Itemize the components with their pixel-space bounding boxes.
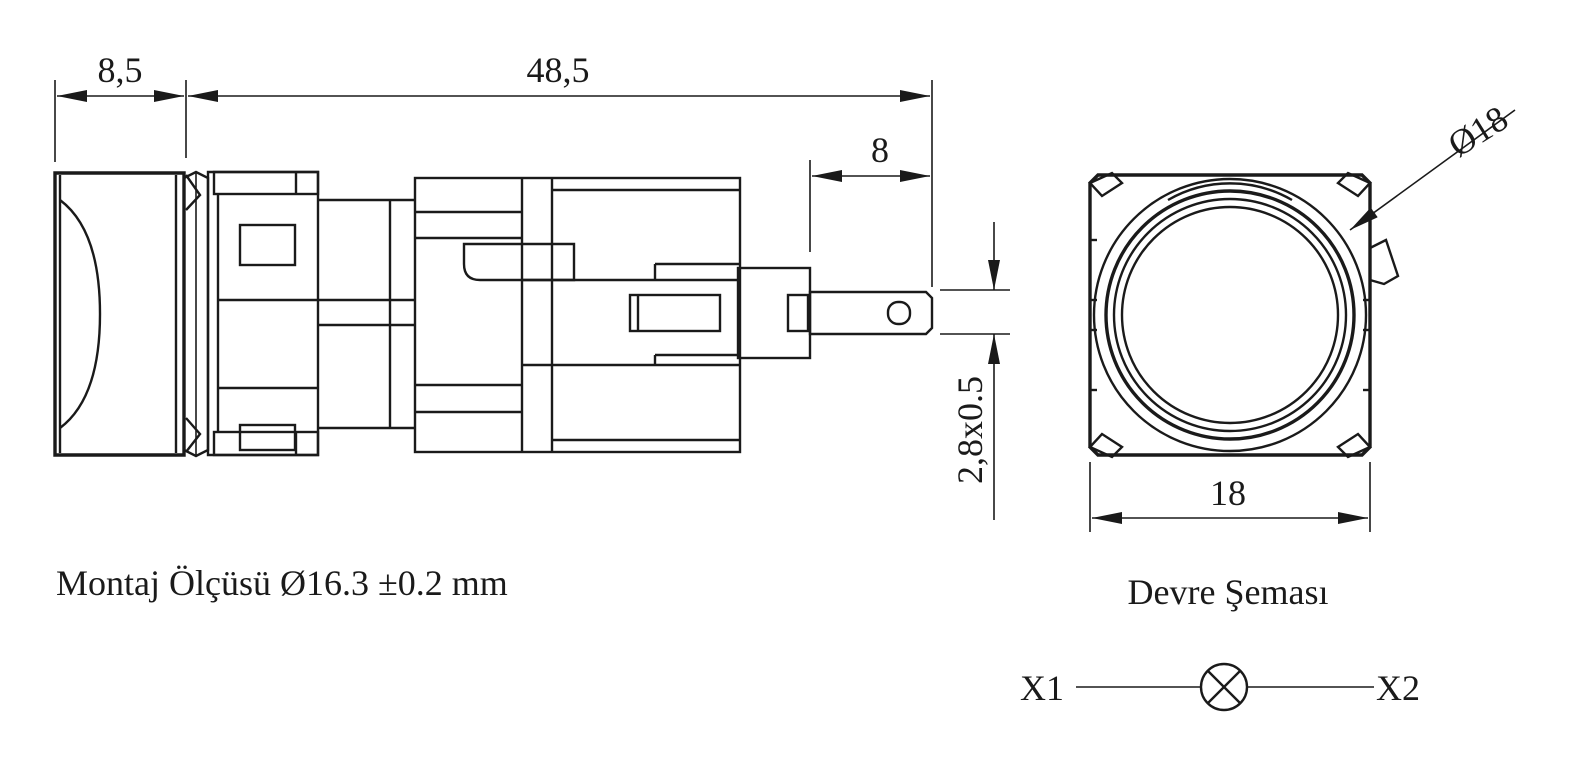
dimension-front-width-text: 18	[1210, 473, 1246, 513]
terminal-x2-label: X2	[1376, 668, 1420, 708]
terminal-x1-label: X1	[1020, 668, 1064, 708]
terminal-tab	[808, 290, 934, 336]
neck	[318, 198, 415, 430]
terminal-block	[628, 266, 812, 360]
front-view: Ø18 18	[1087, 98, 1516, 532]
dimension-terminal-length: 8	[812, 130, 930, 182]
switch-body	[413, 176, 742, 454]
dimension-front-depth-text: 8,5	[98, 50, 143, 90]
lamp-symbol-icon	[1199, 662, 1249, 712]
dimension-front-depth: 8,5	[57, 50, 184, 102]
dimension-terminal-length-text: 8	[871, 130, 889, 170]
mounting-size-label: Montaj Ölçüsü Ø16.3 ±0.2 mm	[56, 563, 508, 603]
dimension-body-length: 48,5	[188, 50, 930, 102]
circuit-diagram: X1 X2	[1020, 662, 1420, 712]
dimension-front-width: 18	[1089, 462, 1371, 532]
mounting-housing	[206, 170, 320, 457]
dimension-terminal-size: 2,8x0.5	[940, 222, 1010, 520]
bezel-ring	[182, 170, 210, 458]
side-view: 8,5 48,5 8	[53, 50, 1010, 520]
lens-cap	[53, 171, 186, 457]
dimension-terminal-size-text: 2,8x0.5	[950, 376, 990, 484]
dimension-front-diameter: Ø18	[1349, 98, 1516, 231]
dimension-body-length-text: 48,5	[527, 50, 590, 90]
circuit-title: Devre Şeması	[1128, 572, 1329, 612]
